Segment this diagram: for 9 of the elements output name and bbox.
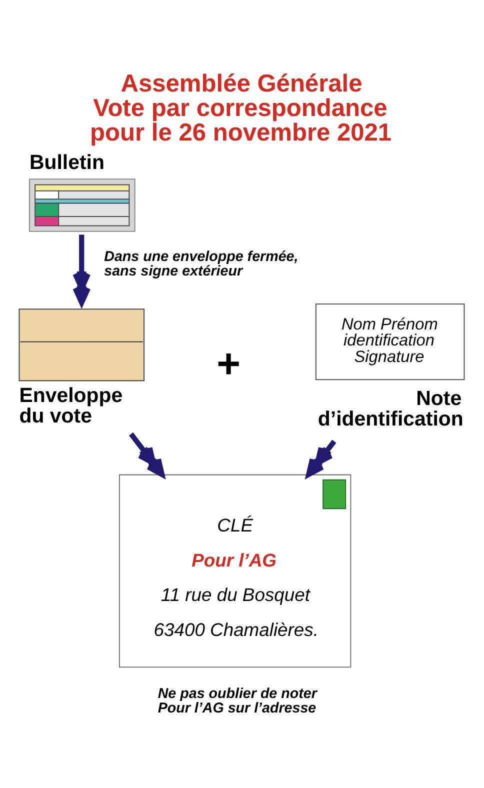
label: Ne pas oublier de noter Pour l’AG sur l’adresse [157,686,316,716]
label: + [216,340,240,386]
node-box: Nom Prénom identification Signature [314,302,464,380]
node-label: Enveloppe du vote [18,384,122,428]
node-box: CLÉ Pour l’AG 11 rue du Bosquet 63400 Chamalières. [118,474,351,668]
diagram-title: Assemblée Générale Vote par correspondance pour le 26 novembre 2021 [90,70,392,146]
node-label: Bulletin [28,150,104,174]
edge-label: Dans une enveloppe fermée, sans signe extérieur [104,248,298,280]
node-label: Note d’identification [317,386,463,430]
